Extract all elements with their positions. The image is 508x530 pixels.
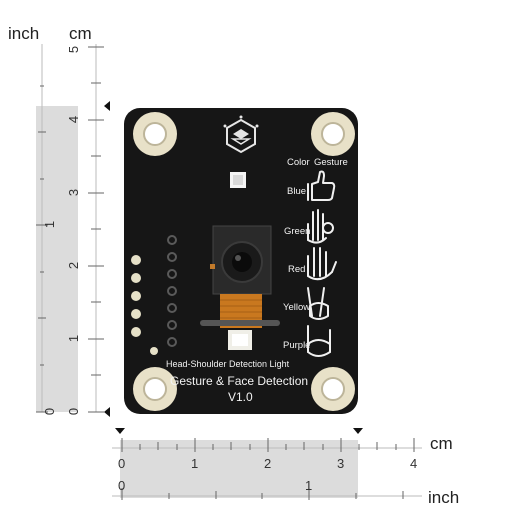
horizontal-ruler-cm-label: 2 xyxy=(264,456,272,471)
color-label-yellow: Yellow xyxy=(283,302,311,313)
horizontal-ruler-cm-label: 4 xyxy=(410,456,418,471)
horizontal-ruler-cm-label: 3 xyxy=(337,456,345,471)
horizontal-ruler-left-marker xyxy=(115,428,125,434)
horizontal-ruler-inch-label: 0 xyxy=(118,478,126,493)
horizontal-ruler-cm-unit: cm xyxy=(430,434,453,453)
rock-gesture-icon xyxy=(307,325,331,357)
thumbs-up-gesture-icon xyxy=(307,170,336,201)
camera-connector xyxy=(200,320,280,326)
vertical-ruler-inch-ticks xyxy=(36,85,48,413)
vertical-ruler-cm-label: 0 xyxy=(66,407,82,416)
vertical-ruler-cm-unit: cm xyxy=(69,24,92,43)
horizontal-ruler-inch-label: 1 xyxy=(305,478,313,493)
mounting-hole-bottom-right xyxy=(311,367,355,411)
board-title: Gesture & Face Detection xyxy=(170,374,309,388)
color-column-header: Color xyxy=(287,157,310,168)
pin-header-left xyxy=(131,255,158,355)
vertical-ruler-cm-ticks xyxy=(88,46,104,413)
pcb-artwork xyxy=(131,112,355,411)
horizontal-ruler-cm-ticks xyxy=(121,438,415,452)
horizontal-ruler-right-marker xyxy=(353,428,363,434)
ok-hand-gesture-icon xyxy=(307,209,334,244)
horizontal-ruler-inch-ticks xyxy=(121,488,404,500)
dfrobot-logo-icon xyxy=(223,115,259,154)
color-label-green: Green xyxy=(284,226,311,237)
vertical-ruler-cm-label: 5 xyxy=(66,45,82,54)
pin-header-inner xyxy=(167,235,177,347)
open-palm-gesture-icon xyxy=(307,247,337,281)
color-label-red: Red xyxy=(288,264,306,275)
vertical-ruler-band xyxy=(36,106,78,412)
vertical-ruler xyxy=(36,44,110,417)
horizontal-ruler-inch-unit: inch xyxy=(428,488,460,507)
horizontal-ruler-cm-label: 0 xyxy=(118,456,126,471)
color-label-blue: Blue xyxy=(287,186,307,197)
vertical-ruler-bottom-marker xyxy=(104,407,110,417)
vertical-ruler-top-marker xyxy=(104,101,110,111)
horizontal-ruler xyxy=(112,428,422,500)
mounting-hole-bottom-left xyxy=(133,367,177,411)
vertical-ruler-cm-label: 1 xyxy=(66,334,82,343)
mounting-hole-top-right xyxy=(311,112,355,156)
victory-gesture-icon xyxy=(307,287,329,320)
horizontal-ruler-band xyxy=(120,440,358,498)
vertical-ruler-inch-label: 1 xyxy=(42,220,58,229)
color-label-purple: Purple xyxy=(283,340,311,351)
vertical-ruler-inch-unit: inch xyxy=(8,24,40,43)
gesture-column-header: Gesture xyxy=(314,157,348,168)
vertical-ruler-cm-label: 4 xyxy=(66,115,82,124)
board-version: V1.0 xyxy=(228,390,253,404)
vertical-ruler-cm-label: 2 xyxy=(66,261,82,270)
vertical-ruler-cm-label: 3 xyxy=(66,188,82,197)
vertical-ruler-inch-label: 0 xyxy=(42,407,58,416)
detection-light-label: Head-Shoulder Detection Light xyxy=(166,359,290,369)
mounting-hole-top-left xyxy=(133,112,177,156)
horizontal-ruler-cm-label: 1 xyxy=(191,456,199,471)
